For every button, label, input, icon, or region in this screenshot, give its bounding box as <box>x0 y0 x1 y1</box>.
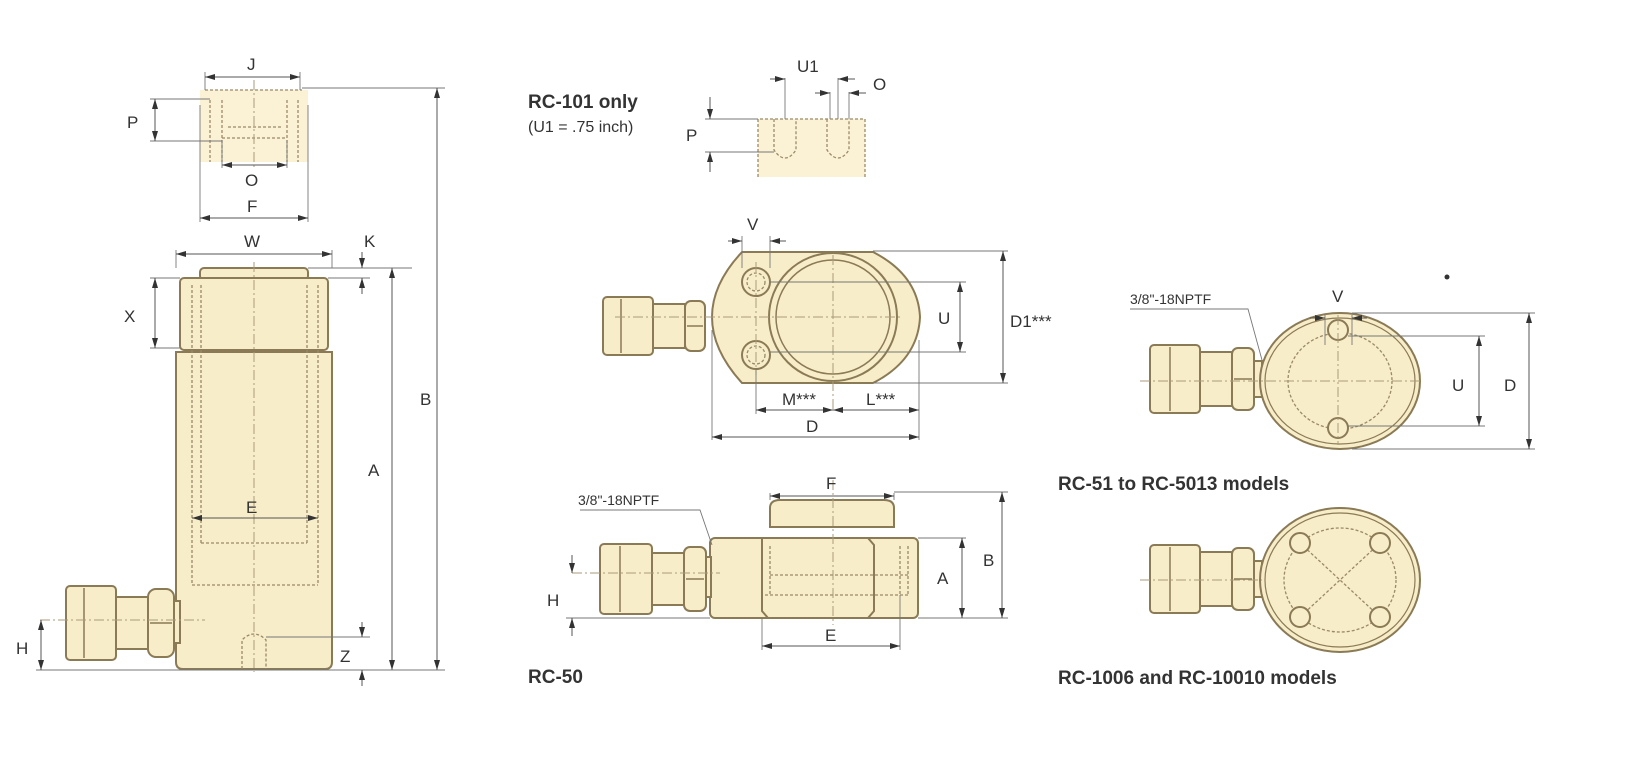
dim-label-p: P <box>127 113 138 132</box>
dim-label-o: O <box>245 171 258 190</box>
dim-label-u1: U1 <box>797 57 819 76</box>
dim-label-j: J <box>247 55 256 74</box>
rc50-side-view: 3/8"-18NPTF F B A E H RC-50 <box>528 474 1008 688</box>
dim-label-a: A <box>368 461 380 480</box>
rc1006-top-view: RC-1006 and RC-10010 models <box>1058 507 1421 689</box>
dim-label-b: B <box>420 390 431 409</box>
dim-label-o-rc101: O <box>873 75 886 94</box>
dim-label-h: H <box>16 639 28 658</box>
dim-label-w: W <box>244 232 260 251</box>
rc51-title: RC-51 to RC-5013 models <box>1058 474 1289 495</box>
dim-label-l: L*** <box>866 390 896 409</box>
rc50-top-view: V U D1*** M*** L*** D <box>602 215 1052 440</box>
dim-label-v: V <box>747 215 759 234</box>
dim-label-h-rc50: H <box>547 591 559 610</box>
rc101-saddle-detail: RC-101 only (U1 = .75 inch) U1 O P <box>528 57 886 177</box>
thread-label-rc50: 3/8"-18NPTF <box>578 492 659 508</box>
rc50-title: RC-50 <box>528 667 583 688</box>
dim-label-e: E <box>246 498 257 517</box>
dim-label-p-rc101: P <box>686 126 697 145</box>
dim-label-d1: D1*** <box>1010 312 1052 331</box>
dim-label-u-rc51: U <box>1452 376 1464 395</box>
dim-label-x: X <box>124 307 135 326</box>
dim-label-k: K <box>364 232 376 251</box>
dim-label-a-rc50: A <box>937 569 949 588</box>
rc1006-title: RC-1006 and RC-10010 models <box>1058 668 1337 689</box>
rc101-title: RC-101 only <box>528 92 638 113</box>
rc101-note: (U1 = .75 inch) <box>528 119 633 136</box>
dim-label-v-rc51: V <box>1332 287 1344 306</box>
thread-label-rc51: 3/8"-18NPTF <box>1130 291 1211 307</box>
dim-label-e-rc50: E <box>825 626 836 645</box>
rc51-top-view: 3/8"-18NPTF V U D RC-51 to RC-5013 model… <box>1058 274 1535 495</box>
dot-mark <box>1444 274 1450 280</box>
dim-label-d: D <box>806 417 818 436</box>
dim-label-m: M*** <box>782 390 816 409</box>
dim-label-d-rc51: D <box>1504 376 1516 395</box>
dim-label-f: F <box>247 197 257 216</box>
dim-label-f-rc50: F <box>826 474 836 493</box>
dim-label-u: U <box>938 309 950 328</box>
dim-label-z: Z <box>340 647 350 666</box>
left-cylinder-view: J P O F W K X B A E H Z <box>16 55 445 686</box>
dim-label-b-rc50: B <box>983 551 994 570</box>
